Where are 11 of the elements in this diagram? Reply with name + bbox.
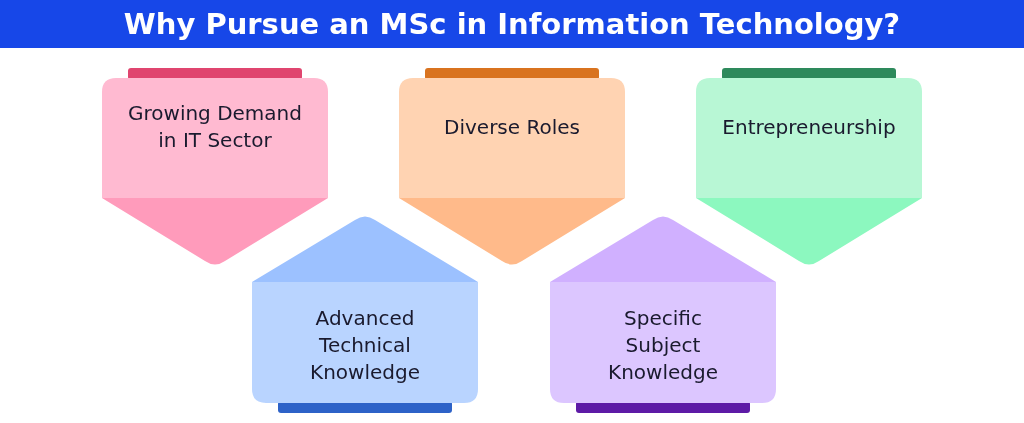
arrow-card: [550, 215, 776, 413]
arrow-card: [252, 215, 478, 413]
card-label: Specific Subject Knowledge: [607, 304, 719, 386]
title-banner: Why Pursue an MSc in Information Technology?: [0, 0, 1024, 48]
arrow-card: [102, 68, 328, 266]
arrow-card: [696, 68, 922, 266]
arrow-card: [399, 68, 625, 266]
card-label: Entrepreneurship: [721, 113, 897, 141]
card-label: Diverse Roles: [443, 113, 581, 141]
card-label: Growing Demand in IT Sector: [127, 100, 303, 154]
card-label: Advanced Technical Knowledge: [309, 304, 421, 386]
